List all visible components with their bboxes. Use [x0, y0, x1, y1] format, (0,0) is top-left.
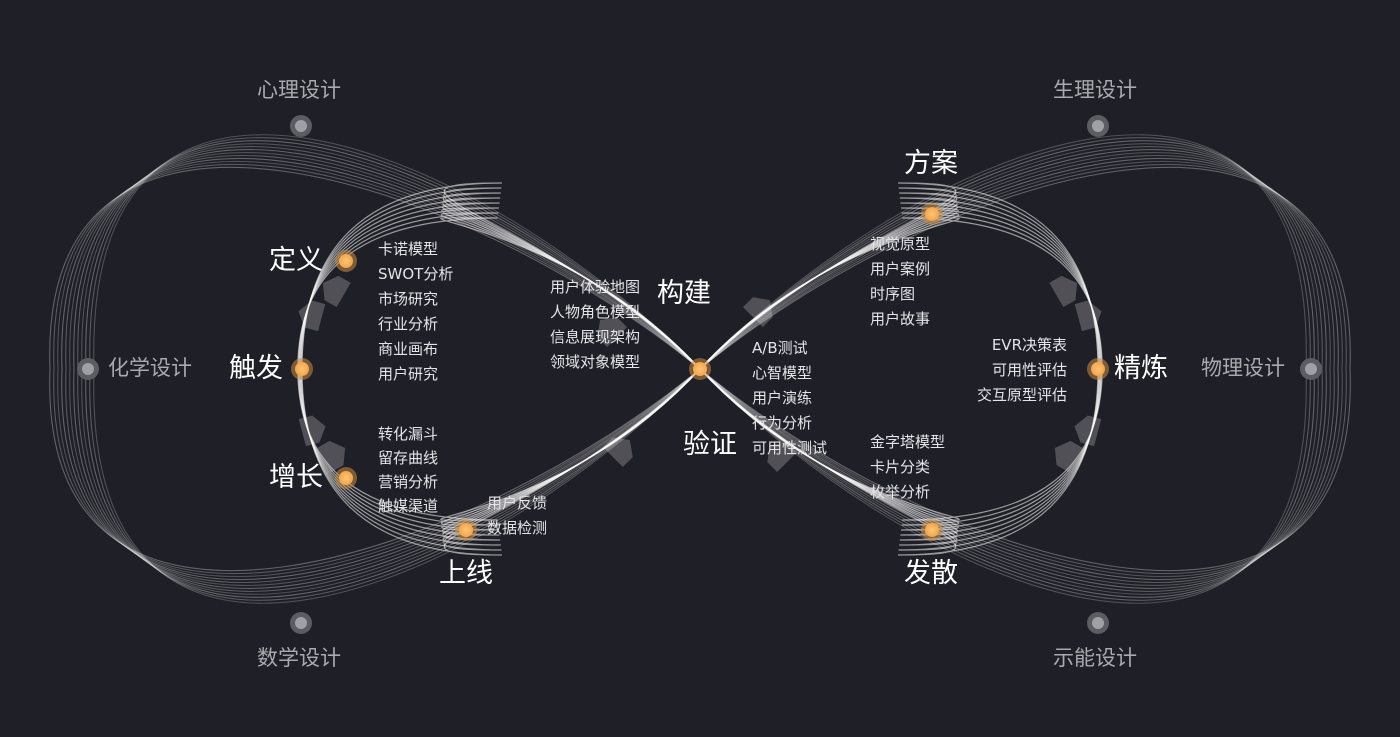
outer-label-math: 数学设计: [257, 646, 341, 670]
outer-node-psychology: [290, 115, 312, 137]
method-item: 行为分析: [752, 414, 813, 432]
flow-arrow: [298, 415, 326, 447]
outer-node-math: [290, 612, 312, 634]
method-item: 金字塔模型: [870, 433, 946, 451]
inner-loop-line: [299, 197, 701, 541]
flow-arrow: [322, 275, 351, 308]
method-list-launch: 用户反馈 数据检测: [487, 491, 547, 541]
node-core: [82, 363, 94, 375]
node-diverge: [921, 519, 943, 541]
node-core: [295, 362, 309, 376]
method-item: 用户研究: [378, 365, 439, 383]
outer-label-psychology: 心理设计: [257, 78, 341, 102]
method-item: A/B测试: [752, 339, 808, 357]
method-item: 营销分析: [378, 473, 439, 491]
method-item: 用户案例: [870, 260, 931, 278]
flow-arrow: [298, 300, 326, 332]
method-list-grow: 转化漏斗 留存曲线 营销分析 触媒渠道: [378, 422, 438, 518]
method-item: 转化漏斗: [378, 425, 439, 443]
method-item: 数据检测: [487, 519, 548, 537]
node-core: [339, 471, 353, 485]
stage-label-verify: 验证: [683, 429, 737, 460]
method-item: 信息展现架构: [550, 328, 641, 346]
node-core: [339, 254, 353, 268]
node-launch: [455, 519, 477, 541]
stage-label-build: 构建: [657, 278, 711, 309]
method-item: 枚举分析: [870, 483, 931, 501]
flow-arrow: [767, 442, 797, 472]
method-item: 市场研究: [378, 290, 439, 308]
outer-label-physiology: 生理设计: [1053, 78, 1137, 102]
flow-arrow: [1074, 415, 1102, 447]
node-core: [925, 523, 939, 537]
method-item: 交互原型评估: [976, 386, 1067, 404]
outer-label-physics: 物理设计: [1201, 356, 1285, 380]
flow-arrow: [1049, 275, 1078, 308]
outer-node-physics: [1300, 358, 1322, 380]
node-refine: [1087, 358, 1109, 380]
method-item: 用户演练: [752, 389, 813, 407]
method-item: 领域对象模型: [550, 353, 641, 371]
method-item: 卡诺模型: [378, 240, 439, 258]
node-core: [1092, 120, 1104, 132]
stage-label-define: 定义: [269, 245, 323, 276]
method-list-diverge: 金字塔模型 卡片分类 枚举分析: [870, 430, 945, 505]
node-core: [693, 362, 707, 376]
method-item: 用户故事: [870, 310, 931, 328]
stage-label-diverge: 发散: [904, 558, 958, 589]
outer-node-affordance: [1087, 612, 1109, 634]
flow-arrow: [597, 317, 627, 347]
method-list-verify: A/B测试 心智模型 用户演练 行为分析 可用性测试: [752, 336, 827, 461]
node-core: [1091, 362, 1105, 376]
flow-arrow: [1054, 440, 1083, 473]
method-list-define: 卡诺模型 SWOT分析 市场研究 行业分析 商业画布 用户研究: [378, 237, 453, 387]
flow-arrows: [298, 275, 1102, 473]
stage-label-grow: 增长: [269, 462, 323, 493]
method-list-plan: 视觉原型 用户案例 时序图 用户故事: [870, 232, 930, 332]
node-core: [459, 523, 473, 537]
node-grow: [335, 467, 357, 489]
method-item: SWOT分析: [378, 265, 454, 283]
node-core: [925, 207, 939, 221]
node-plan: [921, 203, 943, 225]
method-item: 视觉原型: [870, 235, 931, 253]
method-list-build: 用户体验地图 人物角色模型 信息展现架构 领域对象模型: [550, 275, 640, 375]
method-item: 触媒渠道: [378, 497, 439, 515]
outer-node-physiology: [1087, 115, 1109, 137]
stage-label-trigger: 触发: [229, 353, 283, 384]
method-item: 可用性测试: [752, 439, 828, 457]
node-core: [1305, 363, 1317, 375]
nodes: [77, 115, 1322, 634]
node-define: [335, 250, 357, 272]
method-item: 心智模型: [752, 364, 813, 382]
method-item: 商业画布: [378, 340, 439, 358]
stage-label-launch: 上线: [439, 558, 493, 589]
node-trigger: [291, 358, 313, 380]
method-item: 行业分析: [378, 315, 439, 333]
flow-arrow: [1074, 300, 1102, 332]
outer-node-chemistry: [77, 358, 99, 380]
method-item: 用户体验地图: [550, 278, 641, 296]
outer-label-affordance: 示能设计: [1053, 646, 1137, 670]
flow-arrow: [317, 440, 346, 473]
flow-arrow: [743, 297, 773, 327]
method-item: 时序图: [870, 285, 916, 303]
method-item: 卡片分类: [870, 458, 931, 476]
node-core: [295, 120, 307, 132]
node-center: [689, 358, 711, 380]
method-list-refine: EVR决策表 可用性评估 交互原型评估: [977, 333, 1067, 408]
method-item: 人物角色模型: [550, 303, 641, 321]
node-core: [295, 617, 307, 629]
method-item: 用户反馈: [487, 494, 548, 512]
stage-label-refine: 精炼: [1114, 353, 1168, 384]
method-item: 留存曲线: [378, 449, 439, 467]
node-core: [1092, 617, 1104, 629]
outer-label-chemistry: 化学设计: [108, 356, 192, 380]
stage-label-plan: 方案: [904, 148, 958, 179]
flow-arrow: [603, 437, 633, 467]
method-item: EVR决策表: [991, 336, 1067, 354]
method-item: 可用性评估: [991, 361, 1067, 379]
